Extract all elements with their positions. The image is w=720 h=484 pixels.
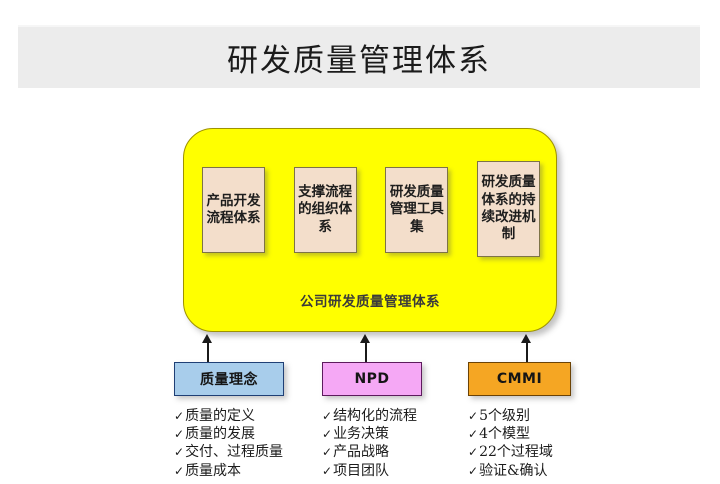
pillar-box-continuous-improvement-mechanism[interactable]: 研发质量体系的持续改进机制 — [476, 161, 540, 257]
list-item-label: 验证&确认 — [479, 462, 548, 479]
foundation-column-npd: NPD ✓结构化的流程 ✓业务决策 ✓产品战略 ✓项目团队 — [322, 362, 474, 480]
arrow-up-icon-cmmi — [521, 334, 533, 366]
pillar-box-supporting-process-organization[interactable]: 支撑流程的组织体系 — [293, 167, 357, 253]
check-icon: ✓ — [174, 445, 185, 460]
list-item: ✓4个模型 — [468, 425, 620, 443]
list-item: ✓质量成本 — [174, 462, 326, 480]
check-icon: ✓ — [174, 409, 185, 423]
foundation-list-quality-concept: ✓质量的定义 ✓质量的发展 ✓交付、过程质量 ✓质量成本 — [174, 407, 326, 480]
list-item-label: 交付、过程质量 — [185, 444, 284, 461]
arrow-head — [521, 334, 531, 343]
pillar-label: 支撑流程的组织体系 — [298, 184, 353, 235]
list-item: ✓产品战略 — [322, 443, 474, 461]
quality-system-container: 产品开发流程体系 支撑流程的组织体系 研发质量管理工具集 研发质量体系的持续改进… — [183, 128, 557, 332]
foundation-column-cmmi: CMMI ✓5个级别 ✓4个模型 ✓22个过程域 ✓验证&确认 — [468, 362, 620, 480]
list-item-label: 业务决策 — [333, 426, 390, 443]
list-item: ✓质量的发展 — [174, 425, 326, 443]
list-item: ✓22个过程域 — [468, 443, 620, 461]
list-item-label: 项目团队 — [333, 462, 390, 479]
page-title: 研发质量管理体系 — [227, 43, 491, 79]
foundation-chip-cmmi[interactable]: CMMI — [468, 362, 571, 396]
title-band: 研发质量管理体系 — [18, 25, 700, 88]
chip-label: NPD — [354, 371, 390, 387]
list-item-label: 22个过程域 — [479, 444, 553, 461]
list-item: ✓交付、过程质量 — [174, 443, 326, 461]
check-icon: ✓ — [468, 463, 479, 478]
pillar-label: 产品开发流程体系 — [206, 192, 261, 226]
list-item-label: 4个模型 — [479, 426, 530, 443]
check-icon: ✓ — [322, 445, 333, 460]
chip-label: 质量理念 — [200, 372, 258, 388]
arrow-head — [202, 334, 212, 343]
check-icon: ✓ — [468, 427, 479, 442]
arrow-stem — [207, 341, 209, 366]
arrow-stem — [365, 341, 367, 366]
list-item: ✓结构化的流程 — [322, 407, 474, 425]
list-item: ✓质量的定义 — [174, 407, 326, 425]
check-icon: ✓ — [322, 463, 333, 478]
check-icon: ✓ — [174, 427, 185, 442]
arrow-up-icon-quality-concept — [202, 334, 214, 366]
list-item: ✓5个级别 — [468, 407, 620, 425]
system-caption: 公司研发质量管理体系 — [300, 294, 440, 310]
list-item-label: 质量的发展 — [185, 426, 256, 443]
pillar-box-product-development-process[interactable]: 产品开发流程体系 — [202, 167, 265, 253]
pillar-label: 研发质量体系的持续改进机制 — [481, 174, 536, 243]
foundation-column-quality-concept: 质量理念 ✓质量的定义 ✓质量的发展 ✓交付、过程质量 ✓质量成本 — [174, 362, 326, 480]
list-item-label: 质量成本 — [185, 462, 242, 479]
arrow-up-icon-npd — [360, 334, 372, 366]
check-icon: ✓ — [322, 409, 333, 423]
chip-label: CMMI — [496, 371, 543, 387]
list-item: ✓验证&确认 — [468, 462, 620, 480]
list-item-label: 产品战略 — [333, 444, 390, 461]
check-icon: ✓ — [322, 427, 333, 442]
arrow-head — [360, 334, 370, 343]
arrow-stem — [526, 341, 528, 366]
foundation-chip-quality-concept[interactable]: 质量理念 — [174, 362, 284, 396]
check-icon: ✓ — [174, 463, 185, 478]
list-item-label: 质量的定义 — [185, 408, 256, 424]
list-item-label: 5个级别 — [479, 408, 530, 424]
foundation-list-cmmi: ✓5个级别 ✓4个模型 ✓22个过程域 ✓验证&确认 — [468, 407, 620, 480]
list-item: ✓业务决策 — [322, 425, 474, 443]
list-item-label: 结构化的流程 — [333, 408, 418, 424]
list-item: ✓项目团队 — [322, 462, 474, 480]
pillar-label: 研发质量管理工具集 — [389, 184, 444, 235]
pillar-row: 产品开发流程体系 支撑流程的组织体系 研发质量管理工具集 研发质量体系的持续改进… — [202, 161, 540, 257]
foundation-list-npd: ✓结构化的流程 ✓业务决策 ✓产品战略 ✓项目团队 — [322, 407, 474, 480]
pillar-box-quality-management-toolset[interactable]: 研发质量管理工具集 — [385, 167, 449, 253]
check-icon: ✓ — [468, 445, 479, 460]
foundation-chip-npd[interactable]: NPD — [322, 362, 422, 396]
check-icon: ✓ — [468, 409, 479, 423]
